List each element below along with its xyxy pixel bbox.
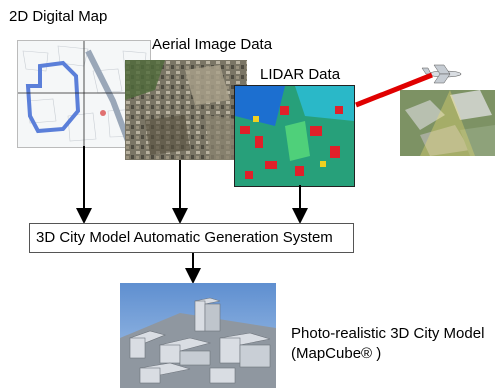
generation-system-box: 3D City Model Automatic Generation Syste… — [29, 223, 354, 253]
label-aerial-image-data: Aerial Image Data — [152, 36, 273, 53]
plane-icon — [420, 62, 470, 84]
aerial-image — [125, 60, 247, 160]
label-2d-digital-map: 2D Digital Map — [9, 8, 108, 25]
lidar-image — [234, 85, 355, 187]
output-label-line1: Photo-realistic 3D City Model — [291, 325, 485, 342]
city-model-render — [120, 283, 276, 388]
label-lidar-data: LIDAR Data — [260, 66, 341, 83]
aircraft-survey-photo — [400, 90, 495, 156]
output-label-line2: (MapCube® ) — [291, 345, 382, 362]
laser-beam — [355, 72, 433, 108]
